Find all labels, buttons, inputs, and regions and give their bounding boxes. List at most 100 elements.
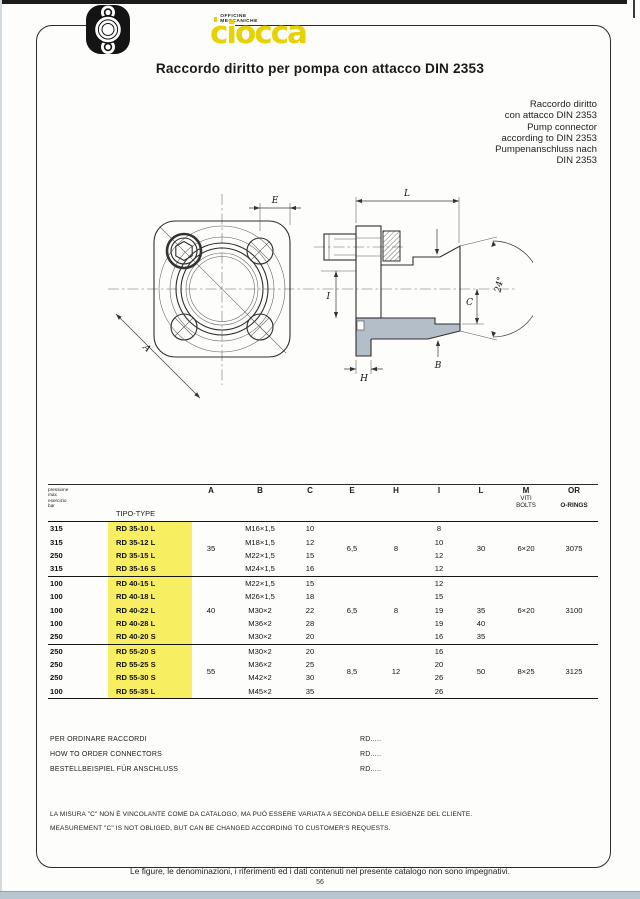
dim-label-i: I [325, 292, 330, 302]
company-logo: OFFICINE MECCANICHE ciocca [84, 3, 308, 57]
order-row: BESTELLBEISPIEL FÜR ANSCHLUSS RD..... [50, 762, 470, 777]
pressure-header-line: pressione [48, 487, 69, 492]
cell-e: 8,5 [346, 666, 358, 676]
col-header-b: B [257, 486, 263, 495]
or-header-line: O-RINGS [560, 502, 588, 509]
table-group-rd40: 100 RD 40-15 L 40 M22×1,5 15 6,5 8 12 6×… [48, 576, 598, 645]
cell-l: 30 [476, 544, 486, 554]
order-value: RD..... [360, 766, 382, 773]
col-header-pressure: pressione max esercizio bar [48, 485, 108, 522]
table-row: 250 RD 40-20 S M30×2 20 16 35 [48, 630, 598, 645]
table-row: 315 RD 35-12 L M18×1,5 12 10 [48, 535, 598, 549]
cell-type: RD 35-10 L [108, 521, 192, 536]
page-title: Raccordo diritto per pompa con attacco D… [155, 61, 485, 76]
cell-h: 12 [391, 666, 401, 676]
subtitle-line: according to DIN 2353 [501, 132, 597, 144]
subtitle-line: Pump connector [527, 121, 597, 133]
cell-pressure: 250 [50, 646, 63, 656]
subtitle-line: DIN 2353 [556, 155, 597, 167]
cell-or: 3125 [565, 666, 583, 676]
order-row: PER ORDINARE RACCORDI RD..... [50, 732, 470, 747]
table-row: 100 RD 40-15 L 40 M22×1,5 15 6,5 8 12 6×… [48, 576, 598, 615]
cell-b: M36×2 [248, 660, 272, 670]
flange-front-view: A E [115, 194, 301, 399]
cell-c: 10 [305, 524, 315, 534]
cell-i: 19 [434, 618, 444, 628]
cell-a: 55 [206, 666, 216, 676]
dim-label-c: C [466, 298, 473, 308]
table-row: 100 RD 40-22 L M30×2 22 19 35 [48, 603, 598, 617]
cell-i: 16 [434, 632, 444, 642]
dim-label-h: H [359, 374, 368, 384]
cell-pressure: 100 [50, 686, 63, 696]
cell-c: 25 [305, 660, 315, 670]
col-header-orings: OR O-RINGS [550, 485, 598, 522]
cell-type: RD 55-20 S [108, 644, 192, 658]
col-header-type: TIPO-TYPE [116, 509, 156, 518]
col-header-l: L [478, 486, 484, 495]
col-header-c: C [307, 486, 313, 495]
m-header-line: BOLTS [516, 502, 536, 509]
col-header-h: H [393, 486, 399, 495]
table-row: 100 RD 55-35 L M45×2 35 26 [48, 684, 598, 699]
col-header-i: I [437, 486, 441, 495]
note-italian: LA MISURA "C" NON È VINCOLANTE COME DA C… [50, 811, 473, 818]
order-value: RD..... [360, 751, 382, 758]
cell-pressure: 100 [50, 605, 63, 615]
cell-pressure: 315 [50, 537, 63, 547]
cell-c: 20 [305, 646, 315, 656]
cell-i: 12 [434, 578, 444, 588]
page-border [36, 25, 611, 868]
table-row: 250 RD 35-15 L M22×1,5 15 12 [48, 548, 598, 563]
page-number: 56 [316, 879, 324, 886]
col-header-m-bolts: M VITI BOLTS [502, 485, 550, 522]
m-header-line: VITI [520, 495, 532, 502]
cell-i: 20 [434, 660, 444, 670]
cell-pressure: 250 [50, 660, 63, 670]
cell-type: RD 40-15 L [108, 576, 192, 590]
table-row: 250 RD 55-20 S 55 M30×2 20 8,5 12 16 50 … [48, 644, 598, 676]
cell-c: 22 [305, 605, 315, 615]
cell-pressure: 250 [50, 673, 63, 683]
cell-l: 40 [476, 618, 486, 628]
scan-right-mark [633, 0, 635, 18]
cell-pressure: 250 [50, 550, 63, 560]
note-english: MEASUREMENT "C" IS NOT OBLIGED, BUT CAN … [50, 825, 391, 832]
cell-c: 12 [305, 537, 315, 547]
cell-m: 8×25 [517, 666, 535, 676]
cell-l [460, 590, 502, 603]
cell-pressure: 100 [50, 618, 63, 628]
cell-a: 35 [206, 544, 216, 554]
tagline-bullet-icon [214, 16, 218, 22]
col-header-a: A [208, 486, 214, 495]
table-row: 100 RD 40-28 L M36×2 28 19 40 [48, 616, 598, 631]
col-header-e: E [349, 486, 355, 495]
cell-or: 3100 [565, 605, 583, 615]
cell-type: RD 40-18 L [108, 589, 192, 604]
order-label: HOW TO ORDER CONNECTORS [50, 751, 162, 758]
cell-type: RD 35-12 L [108, 535, 192, 549]
cell-c: 18 [305, 592, 315, 602]
cell-i: 12 [434, 550, 444, 560]
order-value: RD..... [360, 736, 382, 743]
table-group-rd55: 250 RD 55-20 S 55 M30×2 20 8,5 12 16 50 … [48, 644, 598, 699]
cell-b: M30×2 [248, 605, 272, 615]
cell-b: M36×2 [248, 618, 272, 628]
cell-h: 8 [393, 544, 399, 554]
scan-bottom-strip [0, 891, 640, 899]
cell-m: 6×20 [517, 544, 535, 554]
dim-label-b: B [434, 361, 442, 371]
table-header-row: pressione max esercizio bar TIPO-TYPE A … [48, 485, 598, 522]
cell-type: RD 35-16 S [108, 562, 192, 577]
cell-pressure: 100 [50, 592, 63, 602]
cell-b: M16×1,5 [245, 524, 275, 534]
cell-b: M30×2 [248, 632, 272, 642]
dim-label-e: E [271, 196, 279, 206]
table-row: 250 RD 55-25 S M36×2 25 20 [48, 657, 598, 672]
cell-l: 50 [476, 666, 486, 676]
dim-label-a: A [140, 342, 153, 355]
subtitle-line: Raccordo diritto [529, 99, 597, 110]
table-row: 250 RD 55-30 S M42×2 30 26 [48, 671, 598, 685]
cell-b: M26×1,5 [245, 592, 275, 602]
